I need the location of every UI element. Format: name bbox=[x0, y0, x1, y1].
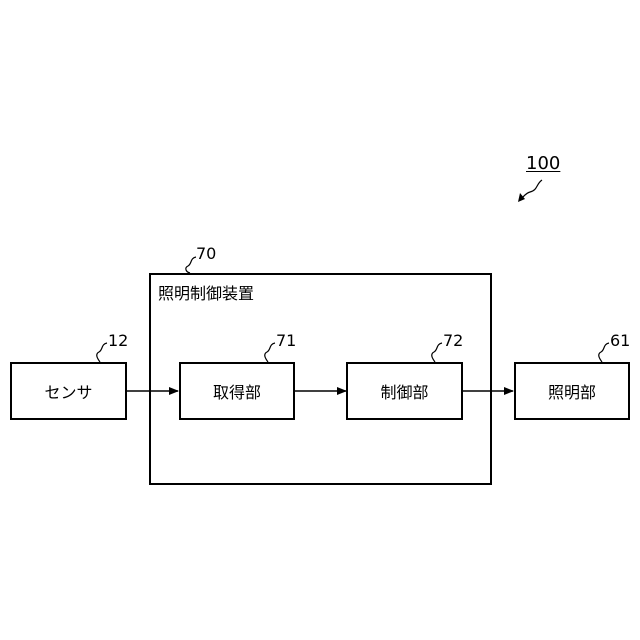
device-ref-label: 70 bbox=[196, 245, 216, 263]
ref-70-leader bbox=[186, 257, 196, 273]
acquisition-block: 取得部 bbox=[179, 362, 295, 420]
control-block: 制御部 bbox=[346, 362, 463, 420]
lighting-block: 照明部 bbox=[514, 362, 630, 420]
ref-100-leader-arrow bbox=[518, 193, 525, 202]
sensor-block: センサ bbox=[10, 362, 127, 420]
sensor-label: センサ bbox=[44, 379, 92, 403]
ref-12-leader bbox=[97, 343, 107, 362]
sensor-ref-label: 12 bbox=[108, 332, 128, 350]
acquisition-label: 取得部 bbox=[213, 379, 261, 403]
control-label: 制御部 bbox=[380, 379, 428, 403]
lighting-ref-label: 61 bbox=[610, 332, 630, 350]
lighting-control-device-title: 照明制御装置 bbox=[158, 285, 254, 303]
ref-61-leader bbox=[599, 343, 609, 362]
system-ref-label: 100 bbox=[526, 154, 560, 174]
control-ref-label: 72 bbox=[443, 332, 463, 350]
ref-100-leader bbox=[521, 180, 542, 199]
acquisition-ref-label: 71 bbox=[276, 332, 296, 350]
lighting-label: 照明部 bbox=[548, 379, 596, 403]
